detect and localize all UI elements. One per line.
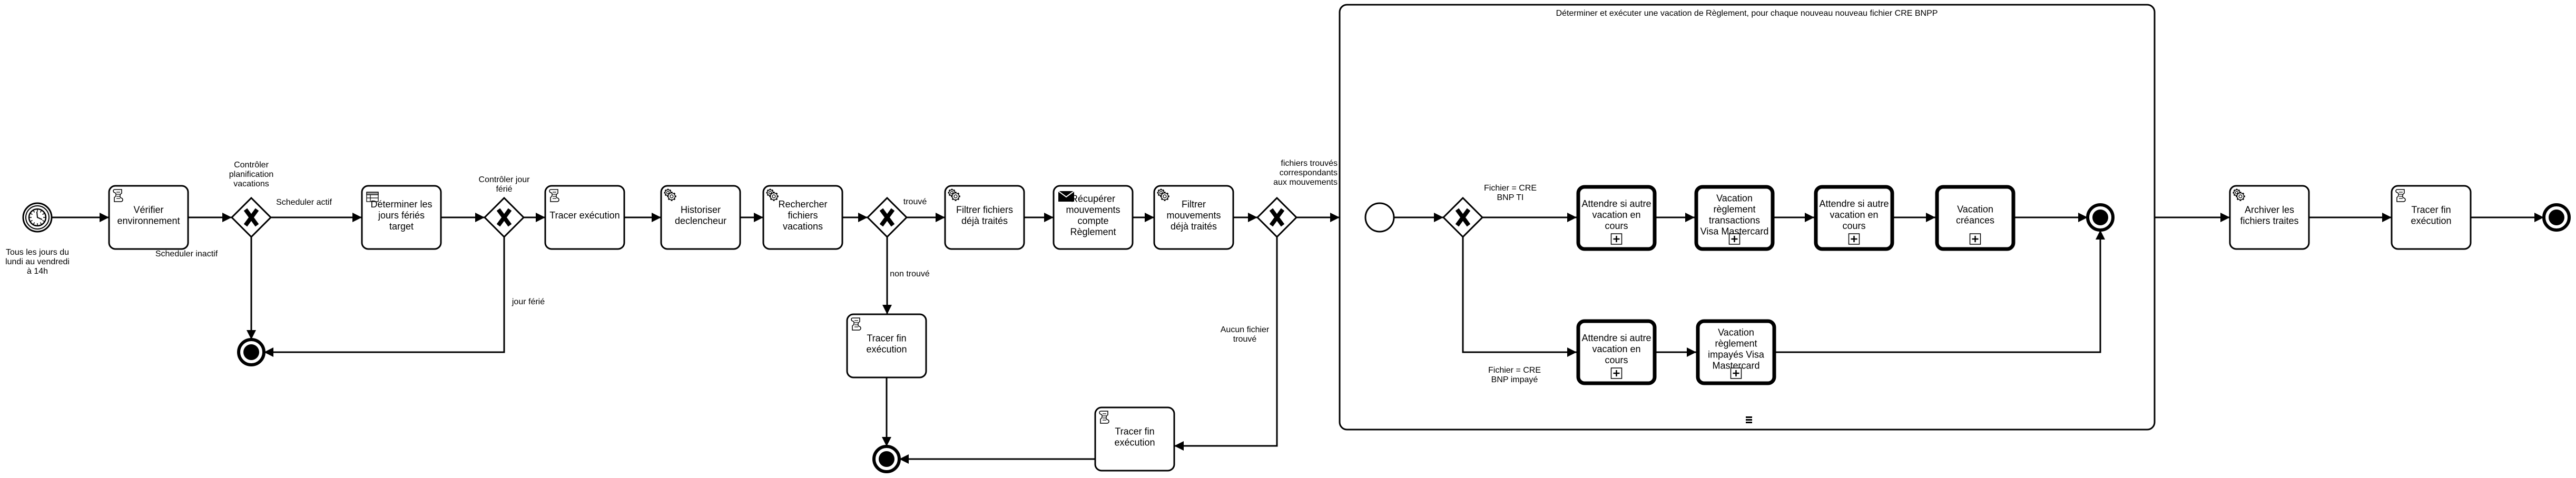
- exclusive-gateway-g2[interactable]: [483, 196, 525, 238]
- script-icon: [851, 317, 861, 331]
- flow-label-jour-ferie: jour férié: [512, 297, 545, 306]
- final-end-event[interactable]: [2542, 203, 2571, 232]
- collapsed-subprocess-marker-icon: [1969, 233, 1981, 245]
- sequence-flow[interactable]: [1776, 230, 2105, 353]
- task-tracer-exec[interactable]: Tracer exécution: [544, 185, 625, 250]
- clock-icon: [28, 208, 47, 227]
- flow-label-scheduler-actif: Scheduler actif: [276, 198, 332, 207]
- script-icon: [1099, 411, 1109, 424]
- script-icon: [2395, 189, 2406, 202]
- script-icon: [113, 189, 123, 202]
- collapsed-subprocess-marker-icon: [1610, 233, 1623, 245]
- timer-start-event[interactable]: [22, 202, 53, 233]
- service-gear-icon: [664, 188, 676, 201]
- inner-end-event[interactable]: [2086, 203, 2115, 232]
- business-rule-icon: [366, 192, 379, 202]
- flow-label-non-trouve: non trouvé: [890, 270, 930, 278]
- service-gear-icon: [1157, 188, 1169, 201]
- exclusive-gateway-g5[interactable]: [1442, 196, 1484, 238]
- end-event-icon: [2549, 210, 2564, 225]
- exclusive-gateway-g4[interactable]: [1256, 196, 1298, 238]
- task-label: Tracer exécution: [549, 210, 620, 221]
- flow-cre-impaye[interactable]: [1462, 237, 1577, 357]
- service-gear-icon: [2233, 188, 2245, 201]
- end-event-icon: [879, 451, 894, 467]
- script-icon: [549, 189, 559, 202]
- sequence-flows: [52, 213, 2544, 464]
- collapsed-subprocess-marker-icon: [1848, 233, 1860, 245]
- end-event-icon: [243, 344, 259, 360]
- x-icon: [496, 208, 512, 227]
- exclusive-gateway-g1[interactable]: [230, 196, 272, 238]
- flow-label-trouve: trouvé: [903, 197, 927, 206]
- service-gear-icon: [948, 188, 960, 201]
- collapsed-subprocess-marker-icon: [1730, 367, 1742, 379]
- x-icon: [1269, 208, 1285, 227]
- subprocess-title: Déterminer et exécuter une vacation de R…: [1556, 9, 1938, 18]
- exclusive-gateway-g3[interactable]: [866, 196, 908, 238]
- collapsed-subprocess-marker-icon: [1610, 367, 1623, 379]
- send-envelope-icon: [1058, 191, 1075, 202]
- x-icon: [1455, 208, 1471, 227]
- service-gear-icon: [766, 188, 779, 201]
- x-icon: [879, 208, 895, 227]
- flow-jour-ferie[interactable]: [264, 237, 505, 357]
- sequential-multi-instance-icon: [1746, 416, 1752, 423]
- end-event-scheduler[interactable]: [237, 338, 266, 366]
- flow-label-scheduler-inactif: Scheduler inactif: [155, 250, 218, 258]
- collapsed-subprocess-marker-icon: [1728, 233, 1741, 245]
- flow-aucun-fichier[interactable]: [1174, 237, 1278, 451]
- x-icon: [243, 208, 259, 227]
- end-event-no-file[interactable]: [872, 445, 901, 473]
- inner-start-event[interactable]: [1364, 202, 1395, 233]
- end-event-icon: [2092, 210, 2108, 225]
